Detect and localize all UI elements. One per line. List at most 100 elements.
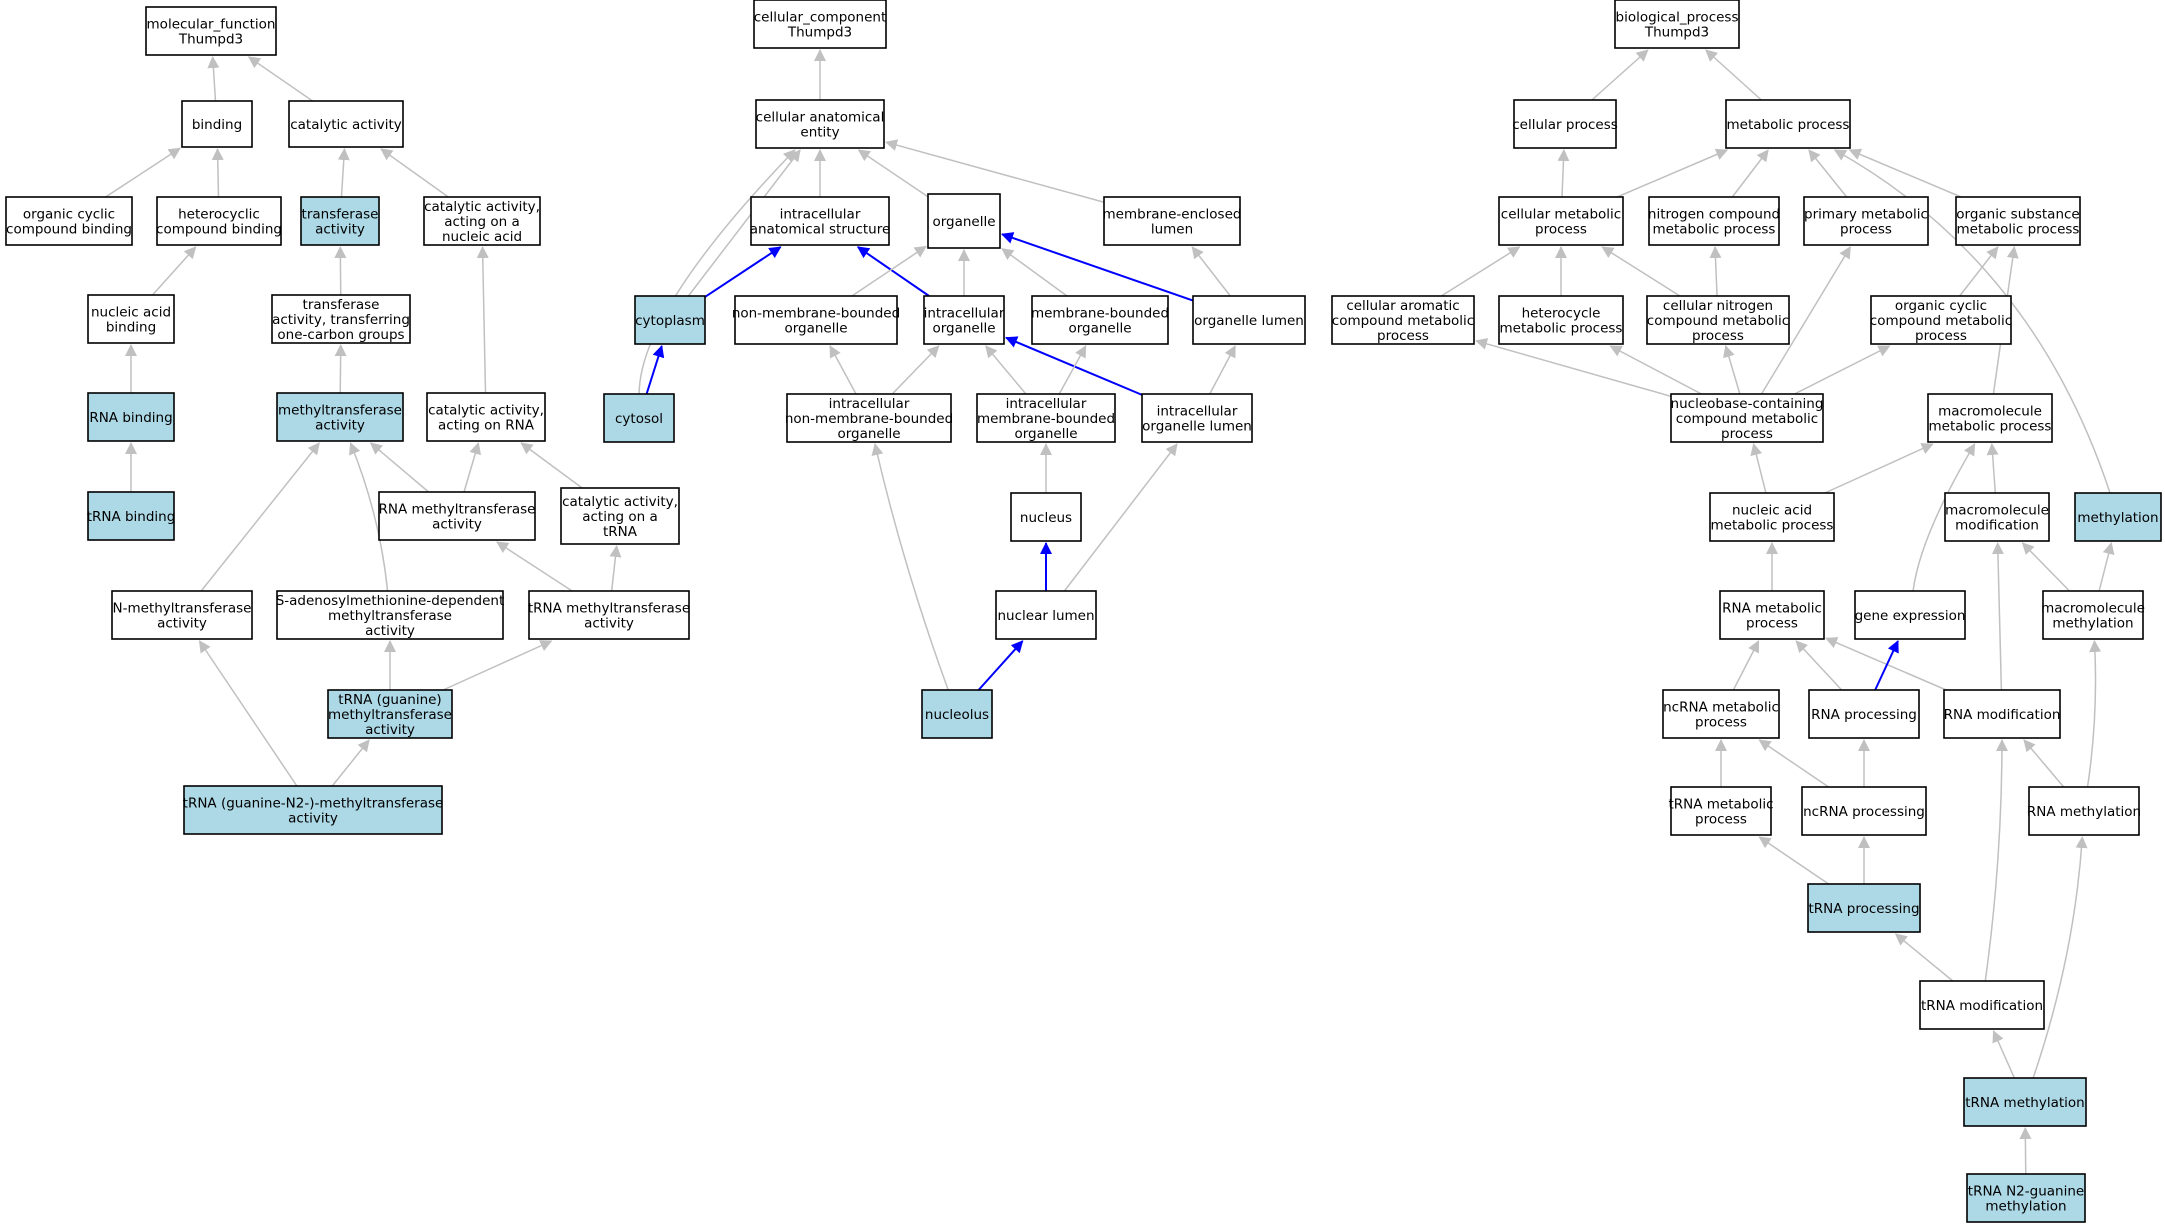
edge-trna-mt-to-cat-trna	[609, 545, 622, 592]
node-intra-nonmem[interactable]: intracellularnon-membrane-boundedorganel…	[785, 393, 953, 443]
node-label: S-adenosylmethionine-dependent	[276, 593, 505, 609]
node-cell-proc[interactable]: cellular process	[1512, 99, 1618, 149]
node-box	[288, 100, 404, 148]
node-rna-binding[interactable]: RNA binding	[87, 392, 175, 442]
edge-rna-mt-to-methyltransferase	[369, 442, 430, 493]
node-catalytic[interactable]: catalytic activity	[288, 100, 404, 148]
node-label: cellular process	[1512, 117, 1618, 133]
edge-nucleic-binding-to-heterocyclic-binding	[151, 246, 197, 296]
node-nuclear-lumen[interactable]: nuclear lumen	[995, 590, 1097, 640]
node-org-lumen[interactable]: organelle lumen	[1192, 295, 1306, 345]
node-trna-binding[interactable]: tRNA binding	[87, 491, 176, 541]
edge-rna-meth-to-macro-meth	[2086, 640, 2102, 788]
node-ncrna-proc[interactable]: ncRNA processing	[1801, 786, 1927, 836]
node-binding[interactable]: binding	[181, 100, 253, 148]
node-cat-rna[interactable]: catalytic activity,acting on RNA	[426, 392, 546, 442]
node-gene-expr[interactable]: gene expression	[1854, 590, 1966, 640]
node-nucleus[interactable]: nucleus	[1010, 492, 1082, 542]
edge-macro-meth-to-methylation	[2098, 542, 2115, 592]
node-trna-guanine-n2[interactable]: tRNA (guanine-N2-)-methyltransferaseacti…	[183, 785, 444, 835]
node-trna-meth[interactable]: tRNA methylation	[1963, 1077, 2087, 1127]
node-label: activity	[584, 616, 634, 632]
node-label: metabolic process	[1711, 518, 1834, 534]
node-label: cytosol	[615, 411, 663, 427]
edge-cytosol-to-cell-anat	[638, 149, 796, 395]
node-label: methylation	[2077, 510, 2158, 526]
node-rna-proc[interactable]: RNA processing	[1808, 689, 1920, 739]
edge-organelle-to-cell-anat	[857, 149, 929, 198]
node-rna-mod[interactable]: RNA modification	[1943, 689, 2061, 739]
node-box	[87, 392, 175, 442]
node-label: cellular_component	[754, 10, 886, 26]
edge-cell-arom-to-cell-met	[1440, 246, 1521, 297]
node-sam-mt[interactable]: S-adenosylmethionine-dependentmethyltran…	[276, 590, 505, 640]
node-label: metabolic process	[1653, 222, 1776, 238]
node-methylation[interactable]: methylation	[2074, 492, 2162, 542]
node-trna-proc[interactable]: tRNA processing	[1807, 883, 1921, 933]
node-rna-meth[interactable]: RNA methylation	[2027, 786, 2141, 836]
node-label: binding	[192, 117, 242, 133]
node-label: compound binding	[156, 222, 282, 238]
node-label: metabolic process	[1929, 419, 2052, 435]
node-label: methyltransferase	[278, 403, 402, 419]
node-label: acting on RNA	[438, 418, 535, 434]
node-label: primary metabolic	[1804, 207, 1928, 223]
node-label: membrane-bounded	[1031, 306, 1169, 322]
node-met-proc[interactable]: metabolic process	[1725, 99, 1851, 149]
node-organelle[interactable]: organelle	[927, 193, 1001, 249]
node-trna-mod[interactable]: tRNA modification	[1919, 980, 2045, 1030]
edge-cat-nucleic-to-catalytic	[380, 148, 449, 198]
node-cytosol[interactable]: cytosol	[603, 393, 675, 443]
edge-trna-proc-to-trna-met	[1758, 836, 1830, 885]
node-label: intracellular	[1006, 396, 1087, 412]
node-box	[1807, 883, 1921, 933]
node-label: compound metabolic	[1332, 313, 1474, 329]
node-label: organelle lumen	[1142, 419, 1252, 435]
node-nucleolus[interactable]: nucleolus	[921, 689, 993, 739]
edge-cat-trna-to-cat-rna	[520, 442, 583, 489]
node-cytoplasm[interactable]: cytoplasm	[634, 295, 706, 345]
node-box	[2074, 492, 2162, 542]
